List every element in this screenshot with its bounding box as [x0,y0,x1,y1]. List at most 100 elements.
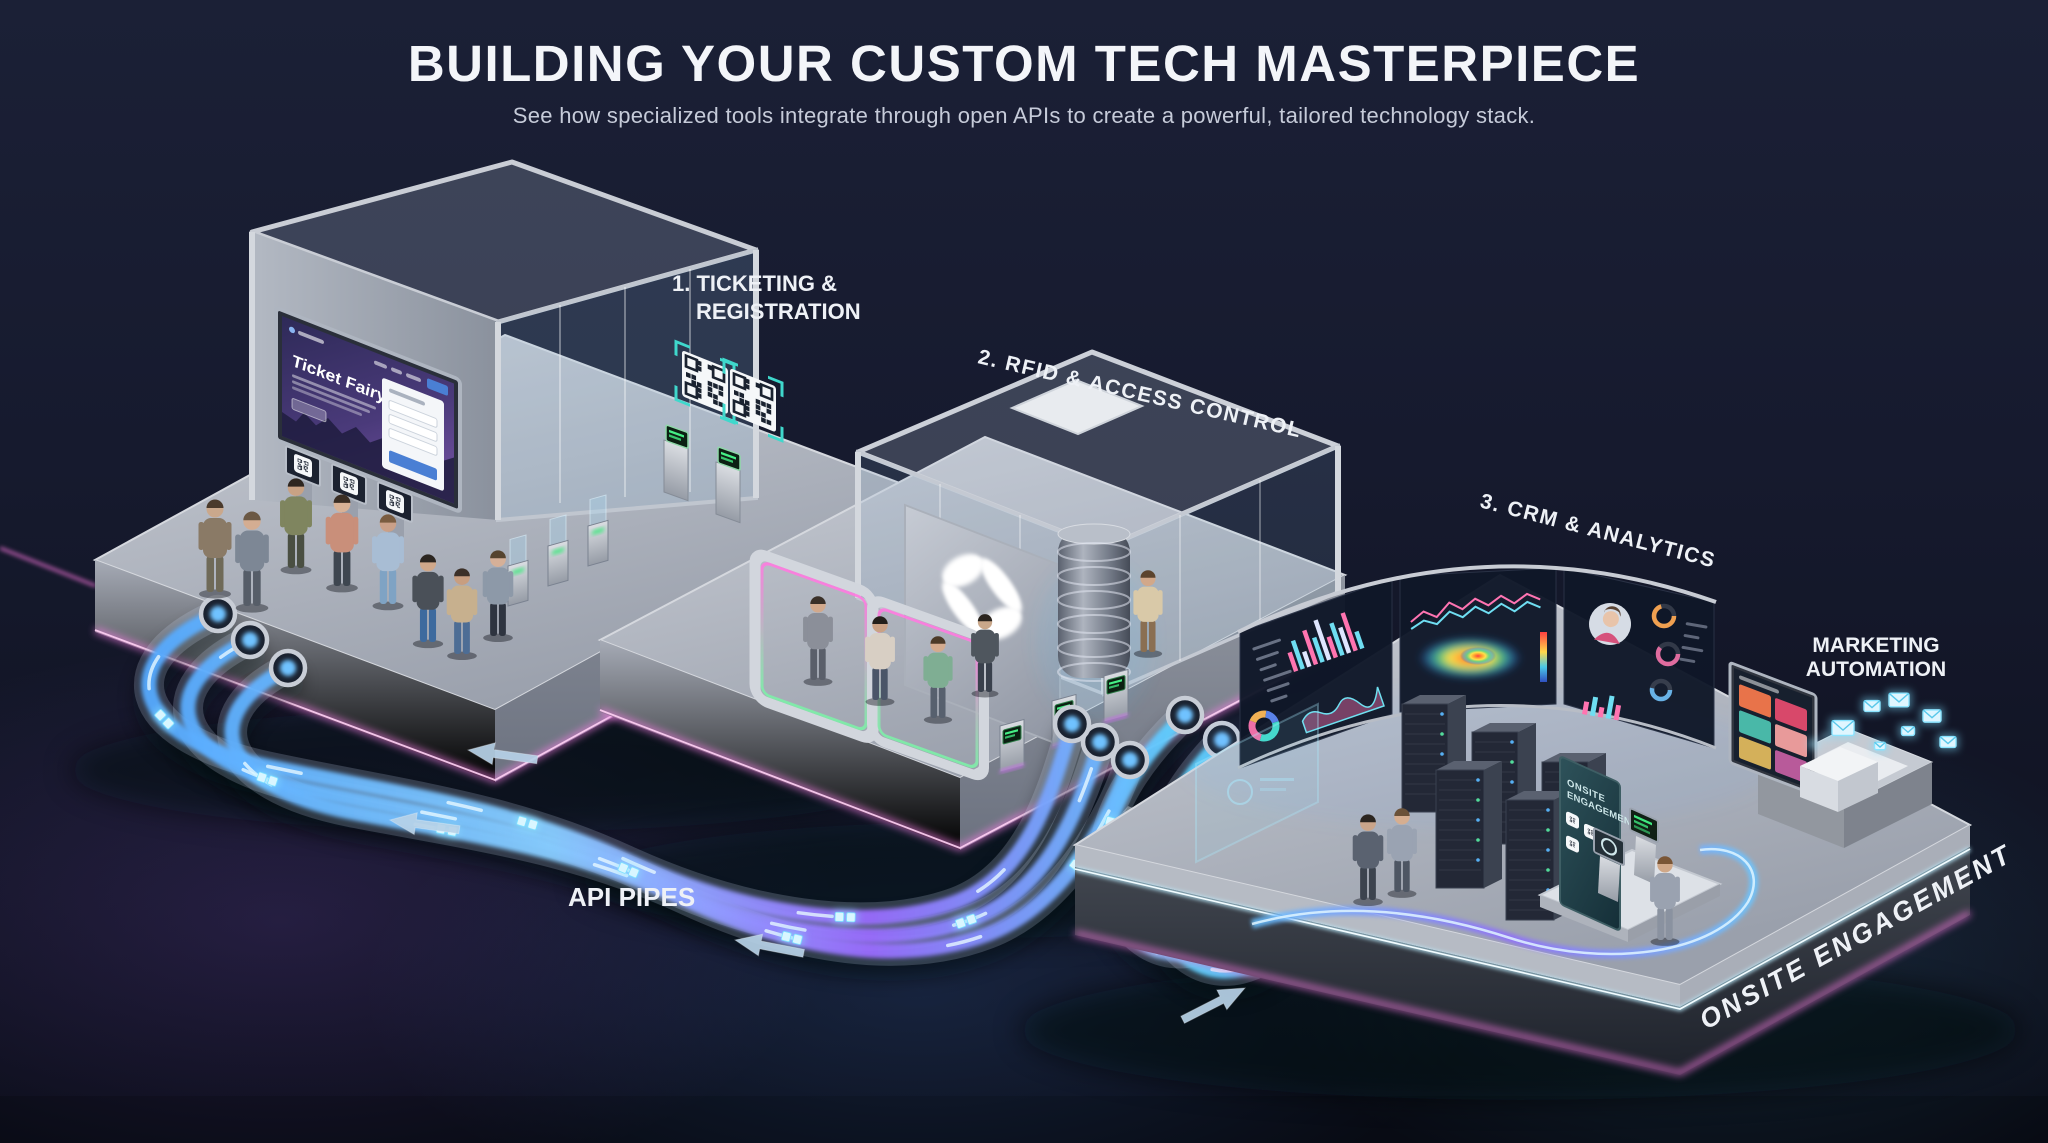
marketing-base-side [1844,762,1932,848]
bar [1597,706,1605,718]
text-row [1683,634,1700,640]
header: BUILDING YOUR CUSTOM TECH MASTERPIECE Se… [0,34,2048,129]
ring-chart-icon [1649,678,1673,702]
qr-module [398,506,400,509]
envelope-icon [1920,706,1944,726]
person-shadow [326,583,358,593]
nav-link [406,373,421,382]
qr-code-icon [294,454,312,478]
qr-module [1574,820,1575,822]
person-torso [1137,586,1159,622]
person-legs [296,533,305,568]
crm-dashboard-wall [1180,564,1780,830]
x [1436,761,1502,770]
person-legs [1140,620,1148,652]
qr-module [298,462,300,465]
qr-module [1592,833,1593,835]
cylinder-disc [1057,542,1131,562]
person-shadow [483,633,513,643]
qr-module [1573,844,1575,846]
person-torso [927,652,949,688]
person-arm [235,534,241,564]
person [198,499,232,599]
envelope-flap [1888,692,1910,703]
packet [780,931,792,943]
cylinder-disc [1057,614,1131,634]
qr-module [1590,832,1592,833]
envelope-flap [1831,719,1855,732]
person-legs [880,667,888,700]
bar [1312,636,1325,663]
person-arm [827,616,833,642]
arrow-left-icon [733,933,806,958]
port-glow [280,660,296,676]
person [235,511,269,613]
person-arm [280,500,286,528]
kiosk-text-line [1634,814,1652,826]
qr-module [303,465,305,467]
gate-text-line [1109,679,1122,685]
person [1352,814,1384,907]
validator-text-line [669,429,684,438]
qr-module [1573,820,1575,822]
qr-finder [389,494,394,500]
qr-module [755,403,761,411]
qr-module [1572,844,1574,846]
qr-module [755,382,761,389]
email-sender-device [1800,732,1878,812]
person-arm [482,571,488,598]
kiosk-screen-1 [1593,827,1625,866]
qr-module [398,502,400,505]
people-platforms12 [198,478,1163,724]
qr-module [395,501,397,503]
person-hair [810,596,826,604]
kiosk-text-line [1634,819,1648,829]
bar [1582,701,1590,715]
nav-link [374,360,387,369]
pipe-port [1080,722,1120,762]
gate-indicator-light [552,547,564,555]
person-arm [1650,876,1656,902]
qr-finder [1569,816,1572,819]
cylinder-body [1058,530,1130,678]
qr-bg [1566,811,1579,829]
envelope-icon [1829,717,1857,739]
rack-led [1510,780,1514,784]
people-platform3 [1352,808,1680,946]
qr-finder [1573,841,1576,845]
person-legs [498,602,506,636]
person-arm [1674,876,1680,902]
person-legs [985,661,993,692]
data-packet-icon [254,769,281,789]
qr-module [351,483,353,486]
qr-module [352,488,354,491]
qr-module [390,498,392,501]
qr-module [1573,821,1575,823]
nav-cta-button [427,378,448,396]
qr-module [1572,817,1574,819]
person-torso [284,496,308,536]
platform-crm: ONSITE ENGAGEMENT [1072,564,1973,1076]
qr-module [397,506,399,508]
pipe-port [198,594,238,634]
port-glow [1092,734,1108,750]
person-shadow [412,639,444,649]
nav-link [391,367,402,375]
qr-module [1572,819,1574,821]
label-crm: 3. CRM & ANALYTICS [1478,490,1719,573]
person-arm [1387,828,1393,854]
person-shadow [372,601,404,611]
person-arm [1157,590,1163,615]
platform3-band-right [1680,847,1970,1075]
holo-icon [1227,779,1253,805]
contact-card [1739,684,1771,718]
pipe-port [1110,740,1150,780]
qr-module [352,485,354,488]
x [547,539,569,587]
arrow-left-icon [1180,987,1247,1025]
qr-module [707,364,713,371]
qr-module [303,468,305,470]
kiosk-screen-2 [1629,807,1659,843]
pipe-port [268,648,308,688]
person-arm [446,589,452,616]
